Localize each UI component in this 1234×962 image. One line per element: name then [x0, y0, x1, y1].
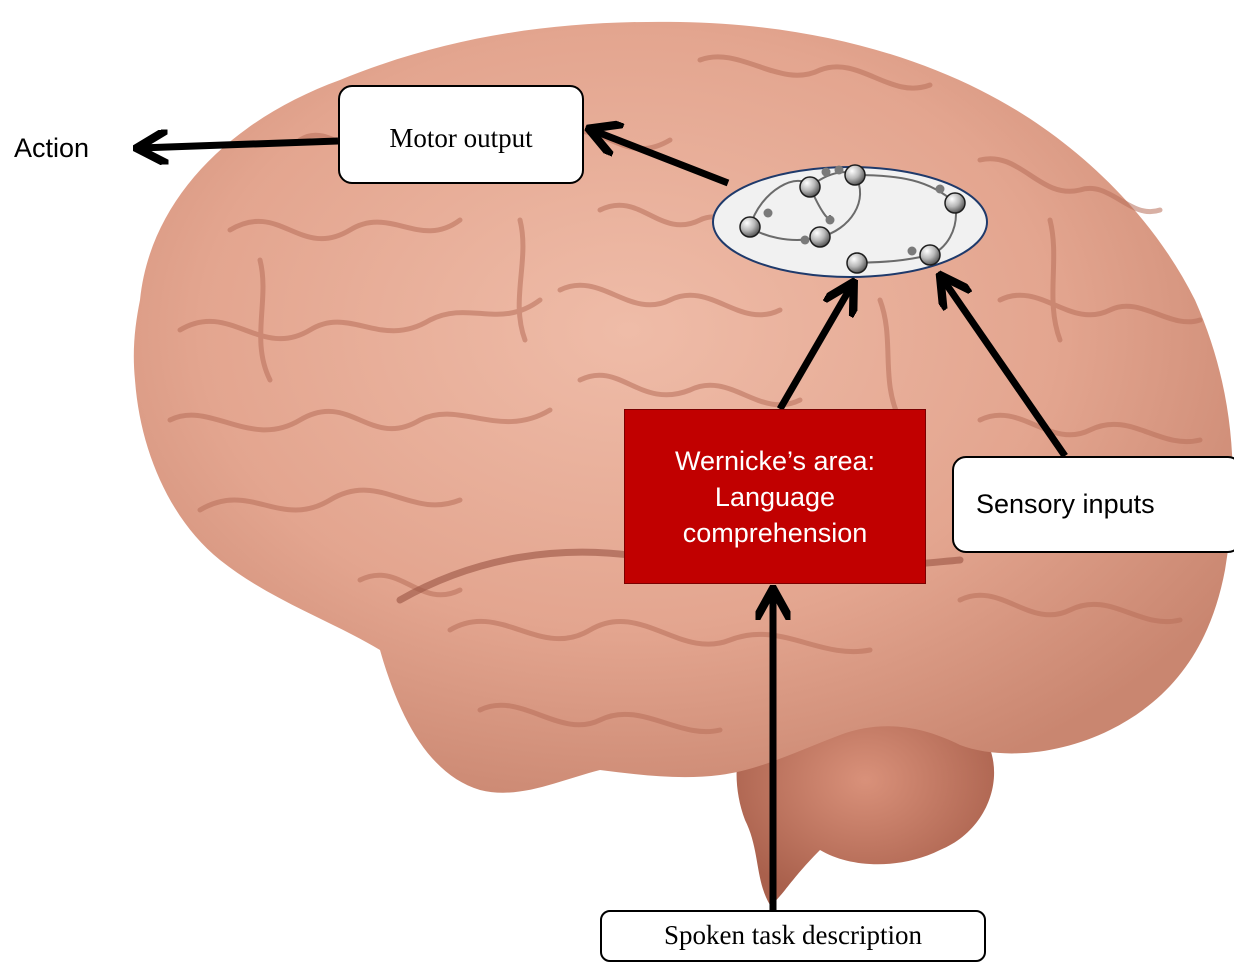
cerebrum [134, 22, 1233, 793]
network-node [920, 245, 940, 265]
spoken-task-label: Spoken task description [664, 920, 922, 951]
spoken-task-box: Spoken task description [600, 910, 986, 962]
wernicke-area-box: Wernicke’s area: Language comprehension [624, 409, 926, 584]
network-node [800, 177, 820, 197]
sensory-inputs-label: Sensory inputs [976, 489, 1155, 520]
network-node [845, 165, 865, 185]
wernicke-title: Wernicke’s area: [675, 443, 875, 479]
action-label: Action [14, 128, 114, 168]
network-node [847, 253, 867, 273]
wernicke-line-language: Language [715, 479, 835, 515]
network-node [810, 227, 830, 247]
network-node [740, 217, 760, 237]
wernicke-line-comprehension: comprehension [683, 515, 868, 551]
neural-network-icon [713, 165, 987, 277]
sensory-inputs-box: Sensory inputs [952, 456, 1234, 553]
motor-output-label: Motor output [389, 123, 532, 154]
motor-output-box: Motor output [338, 85, 584, 184]
network-node [945, 193, 965, 213]
